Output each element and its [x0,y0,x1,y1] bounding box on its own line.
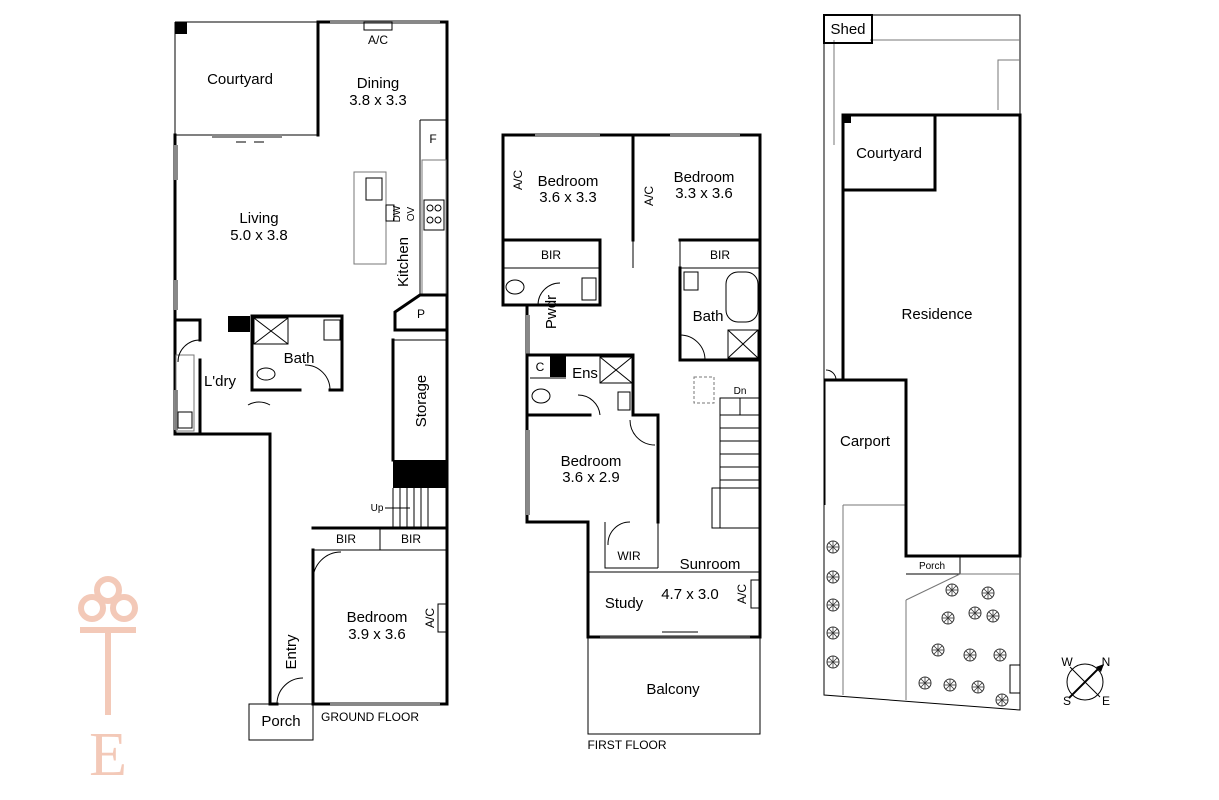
ff-stairs-down: Dn [734,386,747,397]
gf-ac-bedroom: A/C [423,608,437,628]
gf-stairs-up: Up [371,503,384,514]
ff-bath-label: Bath [693,308,724,325]
ff-ac-left: A/C [511,170,525,190]
gf-fridge-label: F [429,132,436,146]
tree-branch [933,645,943,655]
ff-ensuite-label: Ens [572,365,598,382]
ff-cupboard-label: C [536,360,545,374]
garden-trees [826,540,1009,707]
gf-kitchen-label: Kitchen [395,237,412,287]
gf-porch-label: Porch [261,713,300,730]
compass-n: N [1102,655,1111,669]
gf-bedroom-size: 3.9 x 3.6 [348,626,406,643]
ff-ac-right: A/C [642,186,656,206]
gf-oven-label: OV [406,206,417,221]
ff-wir-label: WIR [617,549,641,563]
tree-branch [828,542,838,552]
logo-letter: E [89,721,127,789]
first-floor-plan [501,133,762,735]
tree-branch [988,611,998,621]
tree-branch [828,600,838,610]
tree-branch [943,613,953,623]
compass-s: S [1063,694,1071,708]
tree-branch [997,695,1007,705]
compass-icon [1066,663,1104,701]
ff-sunroom-size: 4.7 x 3.0 [661,586,719,603]
gf-courtyard-label: Courtyard [207,71,273,88]
key-logo [78,576,138,715]
site-plan [823,14,1022,711]
gf-laundry-label: L'dry [204,373,237,390]
compass-w: W [1061,655,1073,669]
tree-branch [973,682,983,692]
site-shed-label: Shed [830,21,865,38]
gf-dining-label: Dining [357,75,400,92]
gf-storage-label: Storage [413,375,430,428]
gf-living-size: 5.0 x 3.8 [230,227,288,244]
ff-bir-right: BIR [710,248,730,262]
tree-branch [920,678,930,688]
site-courtyard-label: Courtyard [856,145,922,162]
ground-floor-plan [173,20,449,741]
ff-bedroom-right-label: Bedroom [674,169,735,186]
ff-balcony-label: Balcony [646,681,700,698]
ff-bedroom-left-size: 3.6 x 3.3 [539,189,597,206]
tree-branch [828,572,838,582]
gf-dishwasher-label: DW [392,205,403,222]
ff-powder-label: Pwdr [543,295,560,329]
ff-bedroom-right-size: 3.3 x 3.6 [675,185,733,202]
compass-e: E [1102,694,1110,708]
tree-branch [945,680,955,690]
tree-branch [983,588,993,598]
ff-bedroom-left-label: Bedroom [538,173,599,190]
gf-bath-label: Bath [284,350,315,367]
site-porch-label: Porch [919,561,945,572]
gf-bir-left: BIR [336,532,356,546]
ff-bedroom-mid-label: Bedroom [561,453,622,470]
tree-branch [947,585,957,595]
ff-bir-left: BIR [541,248,561,262]
tree-branch [828,657,838,667]
ff-study-label: Study [605,595,644,612]
tree-branch [995,650,1005,660]
tree-branch [965,650,975,660]
tree-branch [970,608,980,618]
site-residence-label: Residence [902,306,973,323]
gf-ac-dining: A/C [368,33,388,47]
gf-caption: GROUND FLOOR [321,710,419,724]
gf-entry-label: Entry [283,634,300,670]
ff-sunroom-label: Sunroom [680,556,741,573]
gf-living-label: Living [239,210,278,227]
ff-ac-sunroom: A/C [735,584,749,604]
gf-dining-size: 3.8 x 3.3 [349,92,407,109]
gf-pantry-label: P [417,307,425,321]
ff-bedroom-mid-size: 3.6 x 2.9 [562,469,620,486]
tree-branch [828,628,838,638]
gf-bedroom-label: Bedroom [347,609,408,626]
ff-caption: FIRST FLOOR [587,738,666,752]
site-carport-label: Carport [840,433,891,450]
gf-bir-right: BIR [401,532,421,546]
